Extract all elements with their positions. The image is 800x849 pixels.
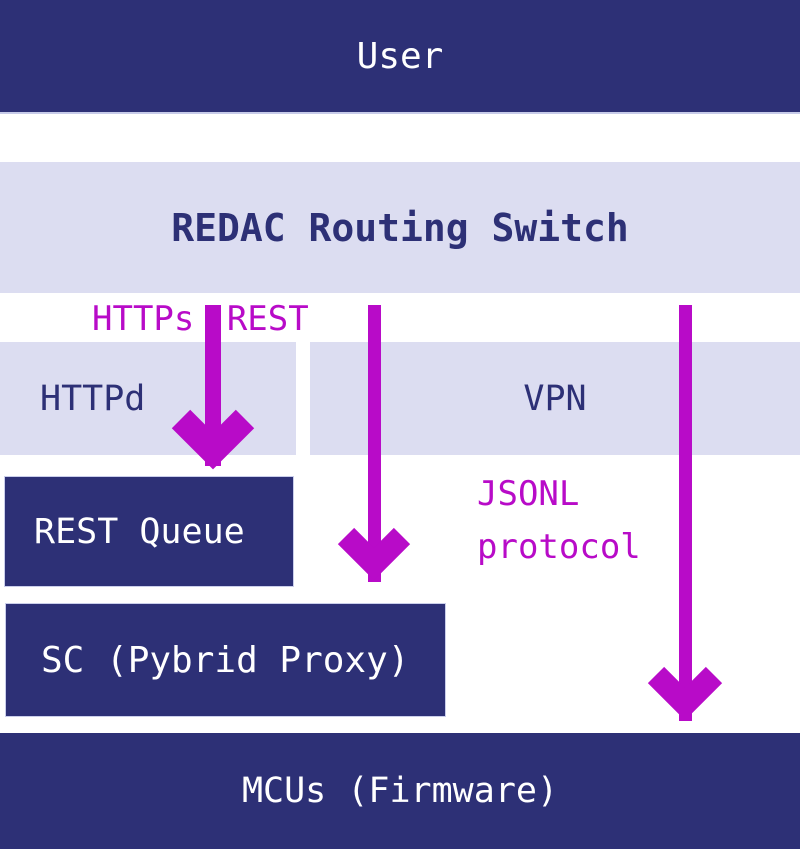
node-user-label: User	[356, 35, 444, 77]
node-httpd-label: HTTPd	[40, 378, 146, 419]
label-jsonl-protocol: JSONL protocol	[477, 474, 641, 567]
node-mcus-firmware: MCUs (Firmware)	[0, 733, 800, 849]
node-mcus-label: MCUs (Firmware)	[241, 771, 559, 811]
node-sc-label: SC (Pybrid Proxy)	[41, 639, 410, 681]
node-vpn: VPN	[310, 342, 800, 455]
node-rest-queue-label: REST Queue	[34, 511, 245, 552]
node-redac-routing-switch: REDAC Routing Switch	[0, 162, 800, 293]
node-user: User	[0, 0, 800, 114]
node-redac-label: REDAC Routing Switch	[171, 205, 629, 250]
node-vpn-label: VPN	[523, 378, 587, 419]
label-https-rest: HTTPs REST	[92, 299, 309, 339]
node-httpd: HTTPd	[0, 342, 296, 455]
node-sc-pybrid-proxy: SC (Pybrid Proxy)	[5, 603, 446, 717]
node-rest-queue: REST Queue	[4, 476, 294, 587]
